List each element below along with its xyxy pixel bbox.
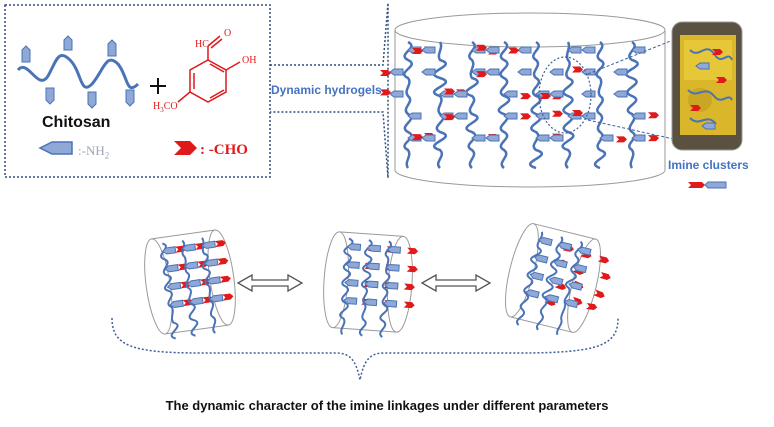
molecule-o-label: O xyxy=(224,28,232,39)
hydrogel-cylinder xyxy=(380,12,679,188)
hydrogel-state-3 xyxy=(505,223,612,336)
imine-bond-icon xyxy=(688,181,727,189)
amine-legend-icon xyxy=(38,141,73,155)
grouping-brace xyxy=(111,317,619,381)
plus-icon xyxy=(150,78,166,94)
molecule-h3co-label: H3CO xyxy=(153,101,178,114)
hydrogel-state-2 xyxy=(323,231,419,338)
molecule-hc-label: HC xyxy=(195,39,209,50)
molecule-oh-label: OH xyxy=(242,55,257,66)
dynamic-hydrogels-label: Dynamic hydrogels xyxy=(271,83,382,97)
imine-clusters-label: Imine clusters xyxy=(668,158,749,172)
reactants-panel xyxy=(4,4,271,178)
aldehyde-legend-icon xyxy=(174,141,197,155)
amine-legend-label: :-NH2 xyxy=(78,143,110,161)
chitosan-chain xyxy=(16,35,140,109)
aldehyde-legend-label: : -CHO xyxy=(200,142,248,158)
figure-caption: The dynamic character of the imine linka… xyxy=(165,398,609,413)
equilibrium-arrow-2 xyxy=(420,273,492,293)
equilibrium-arrow-1 xyxy=(236,273,304,293)
chitosan-label: Chitosan xyxy=(42,114,111,131)
aldehyde-molecule xyxy=(177,35,241,103)
zoom-region xyxy=(538,56,592,134)
hydrogel-state-1 xyxy=(144,229,236,340)
hydrogel-photo xyxy=(671,21,743,151)
